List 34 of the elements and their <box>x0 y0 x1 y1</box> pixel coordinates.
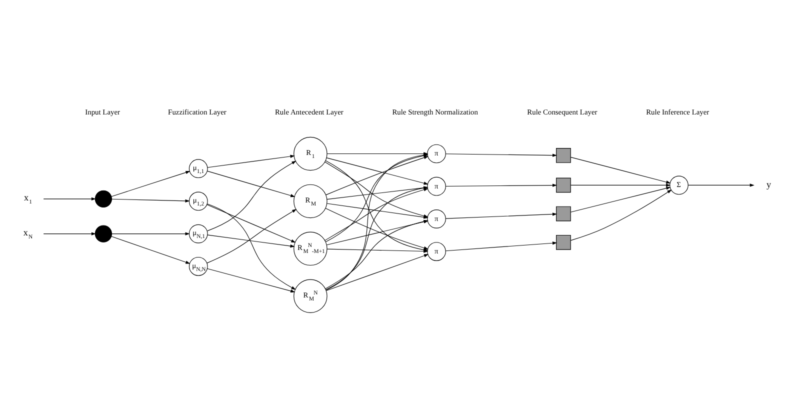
arrow <box>206 154 294 168</box>
arrow <box>110 236 190 264</box>
arrow <box>570 189 672 240</box>
arrow <box>444 183 557 186</box>
node-text: y <box>766 178 771 189</box>
arrow <box>444 241 557 251</box>
arrow <box>206 268 295 292</box>
node-box <box>556 177 570 192</box>
arrow <box>42 232 96 235</box>
arrow <box>570 156 670 184</box>
node-text: x$_{1}$ <box>23 192 32 206</box>
arrow <box>206 204 296 242</box>
arrow <box>326 157 428 184</box>
node-box <box>556 234 570 250</box>
arrow <box>206 203 296 290</box>
arrow <box>570 183 670 186</box>
arrow <box>206 234 294 248</box>
node-circle <box>94 224 112 242</box>
arrow <box>570 186 670 212</box>
node-box <box>556 148 570 162</box>
arrow <box>444 153 557 156</box>
arrow <box>687 183 754 186</box>
arrow <box>206 208 296 263</box>
node-text: x$_{N}$ <box>22 226 32 240</box>
arrow <box>111 198 190 202</box>
arrow <box>206 160 296 231</box>
arrow <box>42 196 96 200</box>
arrow <box>326 254 428 290</box>
node-box <box>556 206 570 221</box>
arrow <box>444 212 557 218</box>
arrow <box>111 232 190 235</box>
node-circle <box>94 190 112 207</box>
arrow <box>110 170 190 196</box>
arrow <box>206 170 295 197</box>
